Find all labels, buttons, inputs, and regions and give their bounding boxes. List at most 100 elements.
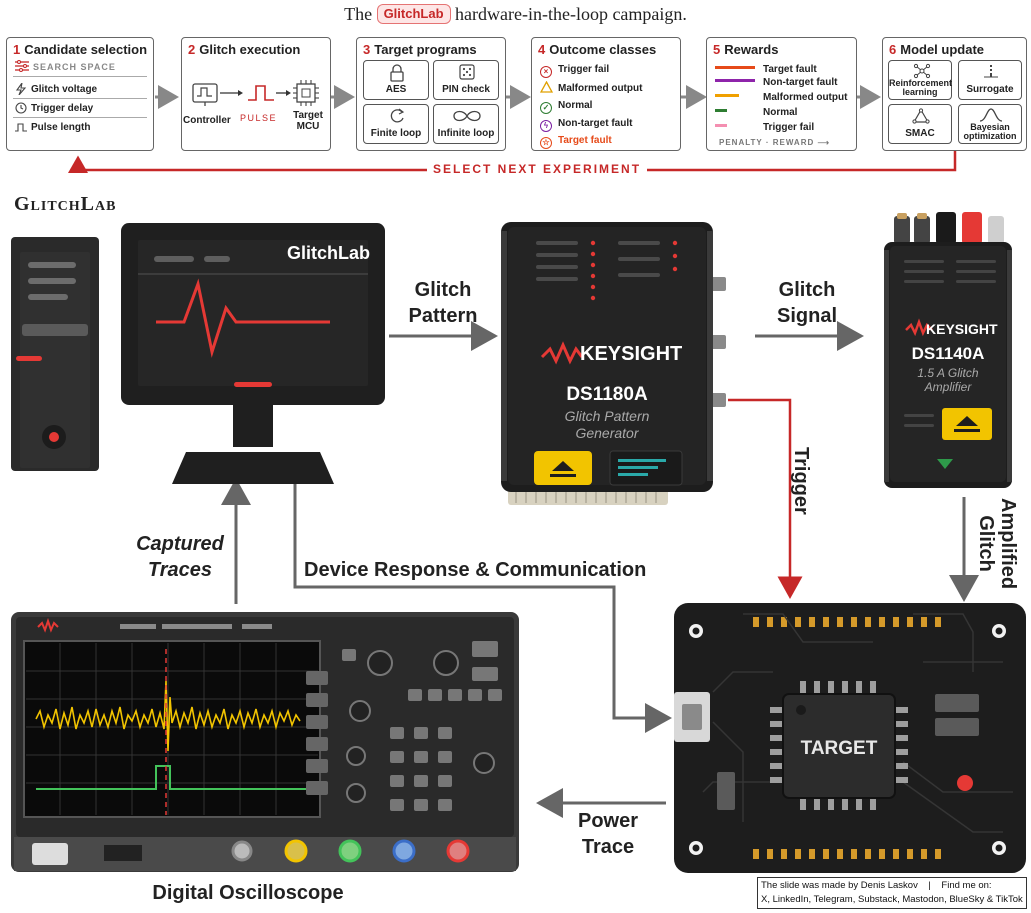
power-switch (32, 843, 68, 865)
program-pin-check: PIN check (433, 60, 499, 100)
label-amplified-glitch: Amplified Glitch (975, 498, 1019, 590)
label-glitch-signal: Glitch Signal (776, 279, 837, 327)
outcome-label: Non-target fault (558, 118, 633, 129)
keysight-logo-icon (905, 318, 933, 337)
oscilloscope (11, 612, 519, 872)
mcu-chip-icon (293, 80, 319, 106)
outcome-normal: ✓Normal (540, 100, 592, 114)
stage-title: Outcome classes (549, 42, 657, 57)
arrow-right-icon: ⟶ (817, 138, 830, 147)
channel-2-trace (36, 765, 308, 790)
tower-led (16, 356, 42, 361)
input-connectors (231, 839, 470, 863)
stage-title: Rewards (724, 42, 779, 57)
credits-box: The slide was made by Denis Laskov | Fin… (757, 877, 1027, 909)
monitor (121, 223, 385, 484)
label-oscilloscope: Digital Oscilloscope (152, 882, 344, 904)
controller-icon (192, 83, 218, 106)
outcome-label: Trigger fail (558, 64, 610, 75)
param-pulse-length: Pulse length (31, 122, 91, 133)
program-finite-label: Finite loop (370, 128, 422, 139)
stage-title: Glitch execution (199, 42, 301, 57)
reward-label: Trigger fail (763, 122, 815, 133)
outcome-label: Target fault (558, 135, 612, 146)
generator-brand: KEYSIGHT (580, 343, 683, 365)
network-icon (913, 63, 931, 79)
channel-1-trace (35, 680, 301, 752)
stage-title: Candidate selection (24, 42, 148, 57)
glitchlab-brand: GlitchLab (14, 193, 117, 215)
monitor-title: GlitchLab (286, 243, 370, 263)
stage-number: 4 (538, 42, 546, 57)
reward-trigger-fail: Trigger fail (715, 122, 814, 133)
usb-port (104, 845, 142, 861)
keysight-logo-icon (540, 341, 584, 365)
sliders-icon (15, 60, 29, 72)
credits-line-2: X, LinkedIn, Telegram, Substack, Mastodo… (761, 894, 1023, 905)
program-infinite-label: Infinite loop (437, 128, 495, 139)
outcome-trigger-fail: × Trigger fail (540, 64, 609, 78)
keypad-icon (459, 64, 475, 80)
reward-label: Non-target fault (763, 77, 838, 88)
program-pin-label: PIN check (442, 84, 490, 95)
target-mcu-label: Target MCU (293, 110, 323, 132)
reward-swatch (715, 109, 727, 112)
model-smac: SMAC (888, 104, 952, 144)
reward-label: Target fault (763, 64, 817, 75)
reward-target-fault: Target fault (715, 64, 817, 75)
reward-label: Malformed output (763, 92, 848, 103)
model-bayesian-label: Bayesian optimization (963, 122, 1017, 141)
label-trigger: Trigger (790, 447, 812, 515)
stage-number: 1 (13, 42, 21, 57)
reward-non-target-fault: Non-target fault (715, 77, 837, 88)
bolt-icon (15, 83, 27, 95)
reward-swatch (715, 94, 739, 97)
pulse-waveform (248, 85, 274, 101)
reward-label: Normal (763, 107, 798, 118)
target-board (674, 603, 1026, 873)
model-bayesian: Bayesian optimization (958, 104, 1022, 144)
reward-swatch (715, 79, 755, 82)
triangle-graph-icon (912, 108, 930, 124)
down-triangle-icon (937, 459, 953, 469)
pulse-label: PULSE (240, 113, 278, 123)
monitor-led (234, 382, 272, 387)
star-circle-icon: ☆ (540, 137, 552, 149)
amplifier-model: DS1140A (911, 344, 985, 363)
target-label: TARGET (800, 738, 878, 759)
credits-line-1: The slide was made by Denis Laskov | Fin… (761, 880, 992, 891)
loop-label: SELECT NEXT EXPERIMENT (427, 162, 648, 176)
lock-icon (390, 64, 404, 82)
amplifier-brand: KEYSIGHT (926, 321, 998, 337)
label-glitch-pattern: Glitch Pattern (408, 279, 478, 327)
eject-icon (956, 416, 978, 426)
reward-malformed-output: Malformed output (715, 92, 847, 103)
stage-number: 5 (713, 42, 721, 57)
board-led (957, 775, 973, 791)
control-knobs (346, 650, 495, 803)
x-circle-icon: × (540, 66, 552, 78)
label-captured-traces: Captured Traces (136, 533, 224, 581)
controller-label: Controller (183, 115, 231, 126)
model-rl: Reinforcement learning (888, 60, 952, 100)
caption: The GlitchLab hardware-in-the-loop campa… (0, 4, 1031, 25)
clock-icon (15, 102, 27, 114)
penalty-reward-axis: PENALTY · REWARD ⟶ (719, 138, 830, 147)
execution-diagram (192, 80, 319, 106)
stage-number: 2 (188, 42, 196, 57)
label-device-response: Device Response & Communication (304, 559, 647, 581)
model-rl-label: Reinforcement learning (889, 78, 953, 97)
outcome-target-fault: ☆ Target fault (540, 135, 612, 149)
reward-normal: Normal (715, 107, 797, 118)
outcome-label: Malformed output (558, 83, 643, 94)
stage-title: Target programs (374, 42, 477, 57)
bell-curve-icon (979, 108, 1003, 122)
pattern-generator (501, 222, 726, 505)
